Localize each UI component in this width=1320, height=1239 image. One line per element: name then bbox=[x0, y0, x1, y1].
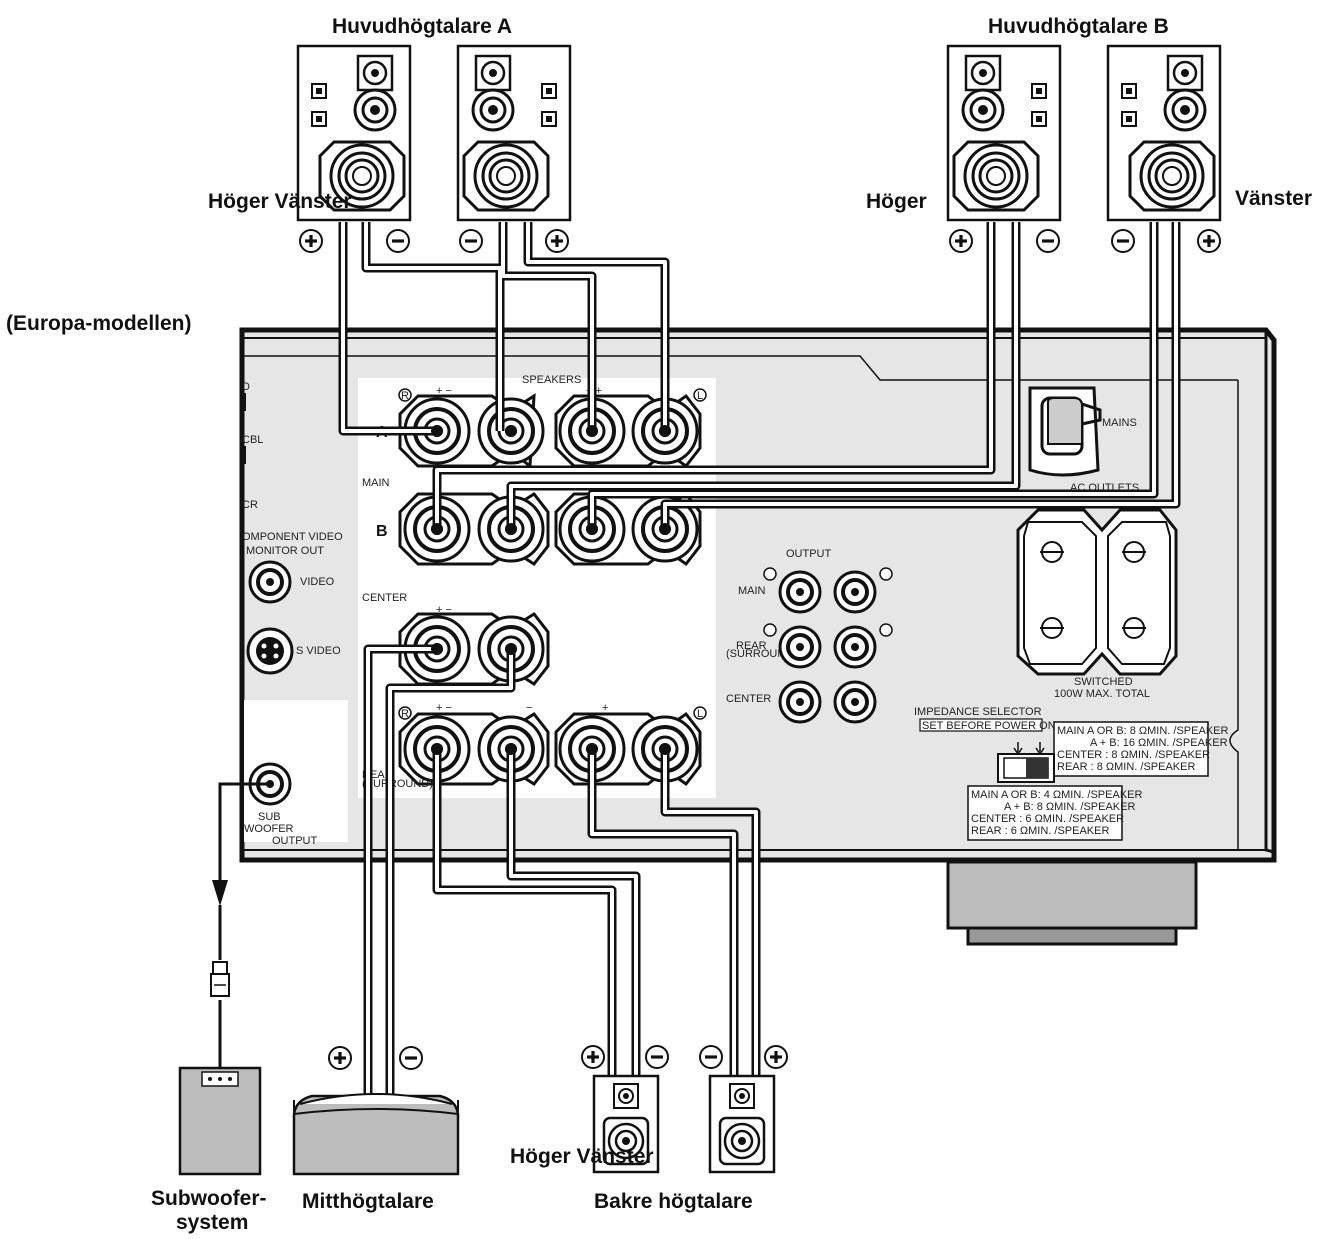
center-speaker bbox=[292, 1093, 460, 1176]
label-rear-right-polarity: + − bbox=[436, 702, 452, 714]
svg-text:A + B: 8 ΩMIN. /SPEAKER: A + B: 8 ΩMIN. /SPEAKER bbox=[1004, 801, 1135, 813]
label-right-b: Höger bbox=[866, 190, 927, 213]
label-rear-surround: (SURROUND) bbox=[362, 778, 433, 790]
svg-text:R: R bbox=[401, 390, 409, 402]
mains-inlet bbox=[1028, 386, 1102, 477]
label-monitor-out: MONITOR OUT bbox=[246, 545, 324, 557]
label-sub-output: OUTPUT bbox=[272, 835, 318, 847]
jack-output-center-1 bbox=[778, 680, 822, 724]
jack-output-rear-r bbox=[778, 625, 822, 669]
svg-text:L: L bbox=[697, 708, 703, 720]
label-output: OUTPUT bbox=[786, 548, 832, 560]
svg-text:L: L bbox=[697, 390, 703, 402]
label-subwoofer-line1: Subwoofer- bbox=[151, 1187, 267, 1210]
label-r-circle-a: R bbox=[398, 388, 412, 402]
label-main-speakers-a: Huvudhögtalare A bbox=[332, 15, 512, 38]
speaker-main-a-left bbox=[456, 44, 572, 222]
jack-output-main-l bbox=[833, 570, 877, 614]
speaker-cables-inner bbox=[341, 222, 1178, 1096]
label-left-b: Vänster bbox=[1235, 187, 1312, 210]
minus-icon bbox=[645, 1045, 669, 1069]
label-speakers: SPEAKERS bbox=[522, 374, 581, 386]
ac-outlets bbox=[1016, 508, 1178, 676]
label-impedance-selector: IMPEDANCE SELECTOR bbox=[914, 706, 1042, 718]
svg-text:MAIN A OR B: 4 ΩMIN. /SPEAKER: MAIN A OR B: 4 ΩMIN. /SPEAKER bbox=[971, 789, 1142, 801]
label-rear-left-minus: − bbox=[526, 702, 532, 714]
minus-icon bbox=[699, 1045, 723, 1069]
label-partial-cr: CR bbox=[242, 499, 258, 511]
label-video: VIDEO bbox=[300, 576, 335, 588]
label-main-speakers-b: Huvudhögtalare B bbox=[988, 15, 1169, 38]
label-s-video: S VIDEO bbox=[296, 645, 341, 657]
label-output-r-circles bbox=[763, 567, 893, 637]
label-output-main: MAIN bbox=[738, 585, 766, 597]
label-switched: SWITCHED bbox=[1074, 676, 1133, 688]
label-max-total: 100W MAX. TOTAL bbox=[1054, 688, 1150, 700]
speaker-main-b-right bbox=[946, 44, 1062, 222]
svg-text:A + B: 16 ΩMIN. /SPEAKER: A + B: 16 ΩMIN. /SPEAKER bbox=[1090, 737, 1228, 749]
plus-icon bbox=[1197, 229, 1221, 253]
label-l-circle-rear: L bbox=[693, 706, 707, 720]
impedance-table-low: MAIN A OR B: 4 ΩMIN. /SPEAKER A + B: 8 Ω… bbox=[967, 785, 1142, 841]
label-europe-model: (Europa-modellen) bbox=[6, 312, 192, 335]
label-woofer: WOOFER bbox=[244, 823, 294, 835]
subwoofer-box bbox=[178, 1066, 262, 1176]
label-component-video: OMPONENT VIDEO bbox=[242, 531, 343, 543]
subwoofer-cable bbox=[218, 782, 270, 1068]
terminal-cable-ends bbox=[431, 425, 671, 755]
rca-plug-icon bbox=[210, 961, 230, 997]
minus-icon bbox=[1036, 229, 1060, 253]
label-b: B bbox=[376, 523, 388, 540]
label-subwoofer-line2: system bbox=[176, 1211, 248, 1234]
label-a-right-polarity: + − bbox=[436, 385, 452, 397]
speaker-main-b-left bbox=[1106, 44, 1222, 222]
minus-icon bbox=[386, 229, 410, 253]
impedance-switch bbox=[997, 742, 1055, 783]
jack-output-center-2 bbox=[833, 680, 877, 724]
plus-icon bbox=[299, 229, 323, 253]
plus-icon bbox=[581, 1045, 605, 1069]
label-set-before-power-on: SET BEFORE POWER ON bbox=[922, 720, 1056, 732]
label-center: CENTER bbox=[362, 592, 407, 604]
minus-icon bbox=[459, 229, 483, 253]
label-partial-cbl: CBL bbox=[242, 434, 263, 446]
arrow-down-icon bbox=[212, 880, 228, 906]
minus-icon bbox=[1111, 229, 1135, 253]
jack-output-main-r bbox=[778, 570, 822, 614]
jack-monitor-video bbox=[248, 560, 292, 604]
label-output-center: CENTER bbox=[726, 693, 771, 705]
label-partial-d: D bbox=[242, 381, 250, 393]
label-output-rear: REAR bbox=[736, 640, 767, 652]
label-right-left-rear: Höger Vänster bbox=[510, 1145, 654, 1168]
svg-text:REAR : 8 ΩMIN. /SPEAK: REAR : 8 ΩMIN. /SPEAKER bbox=[1057, 761, 1195, 773]
label-main: MAIN bbox=[362, 477, 390, 489]
jack-output-rear-l bbox=[833, 625, 877, 669]
impedance-table-high: MAIN A OR B: 8 ΩMIN. /SPEAKER A + B: 16 … bbox=[1053, 721, 1228, 777]
svg-text:REAR : 6 ΩMIN. /SPEAKE: REAR : 6 ΩMIN. /SPEAKER bbox=[971, 825, 1109, 837]
label-rear-left-plus: + bbox=[602, 702, 608, 714]
plus-icon bbox=[328, 1046, 352, 1070]
plus-icon bbox=[949, 229, 973, 253]
label-rear-speakers: Bakre högtalare bbox=[594, 1190, 753, 1213]
label-mains: MAINS bbox=[1102, 417, 1137, 429]
svg-text:MAIN A OR B: 8 ΩMIN. /SPEAKER: MAIN A OR B: 8 ΩMIN. /SPEAKER bbox=[1057, 725, 1228, 737]
label-right-left-a: Höger Vänster bbox=[208, 190, 352, 213]
plus-icon bbox=[545, 229, 569, 253]
speaker-rear-left bbox=[708, 1074, 776, 1174]
svg-text:R: R bbox=[401, 708, 409, 720]
svg-text:CENTER : 6 ΩMIN. /SPEAKER: CENTER : 6 ΩMIN. /SPEAKER bbox=[971, 813, 1124, 825]
jack-s-video bbox=[246, 627, 294, 675]
label-sub: SUB bbox=[258, 811, 281, 823]
label-l-circle-a: L bbox=[693, 388, 707, 402]
label-r-circle-rear: R bbox=[398, 706, 412, 720]
plus-icon bbox=[764, 1045, 788, 1069]
svg-text:CENTER : 8 ΩMIN. /SPEAKE: CENTER : 8 ΩMIN. /SPEAKER bbox=[1057, 749, 1210, 761]
label-center-speaker: Mitthögtalare bbox=[302, 1190, 434, 1213]
label-center-polarity: + − bbox=[436, 604, 452, 616]
minus-icon bbox=[399, 1046, 423, 1070]
